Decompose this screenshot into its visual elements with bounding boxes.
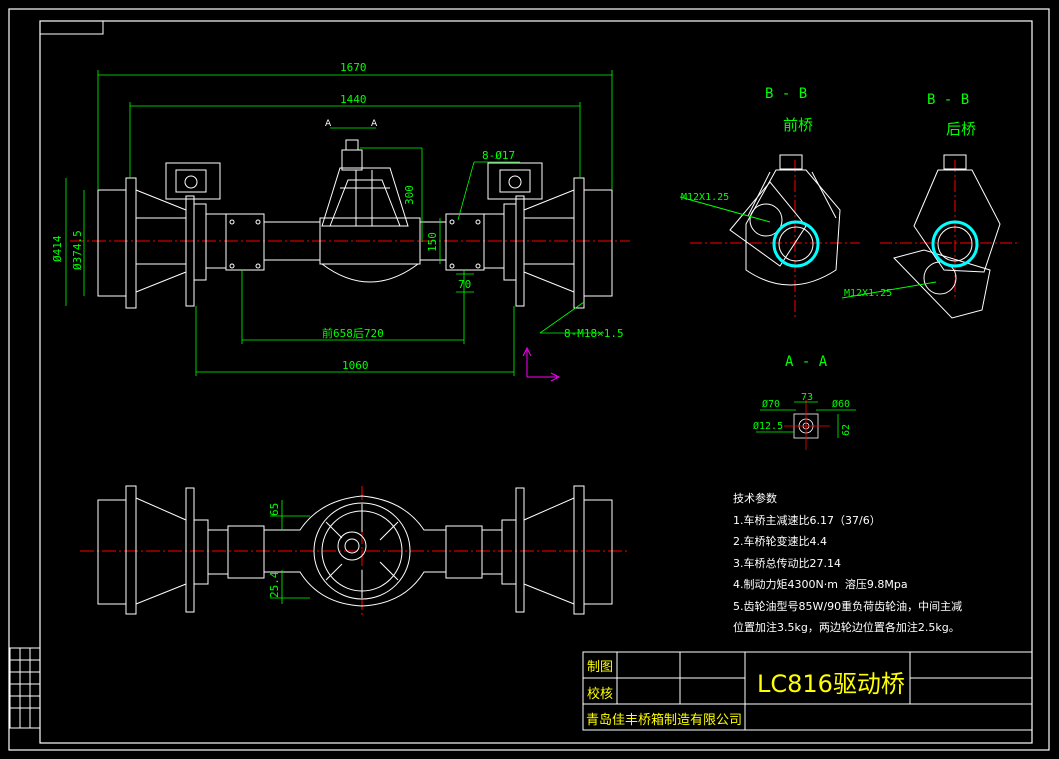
drawn-label: 制图 xyxy=(587,660,614,675)
bb-rear-thread: M12X1.25 xyxy=(844,288,892,299)
tech-note-line: 3.车桥总传动比27.14 xyxy=(733,556,841,570)
aa-d62: 62 xyxy=(841,424,852,436)
section-aa-labels: A - A Ø70 73 Ø60 Ø12.5 62 xyxy=(753,354,852,436)
ucs-icon xyxy=(522,346,561,382)
tech-note-line: 1.车桥主减速比6.17（37/6） xyxy=(733,513,881,527)
tech-note-line: 4.制动力矩4300N·m 溶压9.8Mpa xyxy=(733,578,908,591)
tech-note-line: 位置加注3.5kg，两边轮边位置各加注2.5kg。 xyxy=(733,621,960,634)
dim-254: 25.4 xyxy=(268,571,281,598)
axle-bottom-view xyxy=(80,485,630,618)
dim-1060: 1060 xyxy=(342,359,369,372)
dim-track: 1440 xyxy=(340,93,367,106)
inner-frame xyxy=(39,20,1033,744)
checked-label: 校核 xyxy=(587,687,614,702)
dim-dia-414: Ø414 xyxy=(51,235,64,262)
drawing-title: LC816驱动桥 xyxy=(757,670,905,698)
section-aa xyxy=(756,400,856,450)
section-a-right: A xyxy=(371,119,378,129)
outer-frame xyxy=(8,8,1050,751)
corner-tag xyxy=(40,21,104,35)
dim-overall: 1670 xyxy=(340,61,367,74)
binding-strip xyxy=(9,647,41,729)
dim-300: 300 xyxy=(403,185,416,205)
title-block xyxy=(582,651,1033,731)
tech-note-line: 2.车桥轮变速比4.4 xyxy=(733,535,827,548)
bottom-view-labels: 65 25.4 xyxy=(268,503,281,598)
axle-top-view xyxy=(70,139,630,309)
dim-65: 65 xyxy=(268,503,281,516)
dim-bolts: 8-M18×1.5 xyxy=(564,327,624,340)
tech-notes-heading: 技术参数 xyxy=(733,492,777,505)
bb-rear-title: B - B xyxy=(927,92,969,108)
dim-dia-3745: Ø374.5 xyxy=(71,230,84,270)
dim-150: 150 xyxy=(426,232,439,252)
bottom-view-dimensions xyxy=(270,500,310,604)
aa-d125: Ø12.5 xyxy=(753,420,783,432)
bb-front-title: B - B xyxy=(765,86,807,102)
section-bb-front xyxy=(679,154,860,318)
dim-front-rear: 前658后720 xyxy=(322,326,384,340)
dim-holes: 8-Ø17 xyxy=(482,149,515,162)
tech-note-line: 5.齿轮油型号85W/90重负荷齿轮油，中间主减 xyxy=(733,599,963,613)
tech-notes: 技术参数 1.车桥主减速比6.17（37/6） 2.车桥轮变速比4.4 3.车桥总传动… xyxy=(733,488,962,639)
bb-front-thread: M12X1.25 xyxy=(681,192,729,203)
section-a-left: A xyxy=(325,119,332,129)
dim-70: 70 xyxy=(458,278,471,291)
aa-d70: Ø70 xyxy=(762,398,780,410)
top-view-labels: 1670 1440 A A 8-Ø17 300 Ø414 Ø374.5 150 … xyxy=(51,61,624,372)
bb-front-subtitle: 前桥 xyxy=(783,116,813,134)
top-view-dimensions xyxy=(65,70,613,376)
aa-d60: Ø60 xyxy=(832,398,850,410)
bb-rear-subtitle: 后桥 xyxy=(946,120,976,138)
section-bb-rear xyxy=(841,154,1020,319)
aa-title: A - A xyxy=(785,354,828,370)
aa-d73: 73 xyxy=(801,392,813,403)
company-name: 青岛佳丰桥箱制造有限公司 xyxy=(586,713,743,728)
section-bb-labels: B - B 前桥 M12X1.25 B - B 后桥 M12X1.25 xyxy=(681,86,976,299)
